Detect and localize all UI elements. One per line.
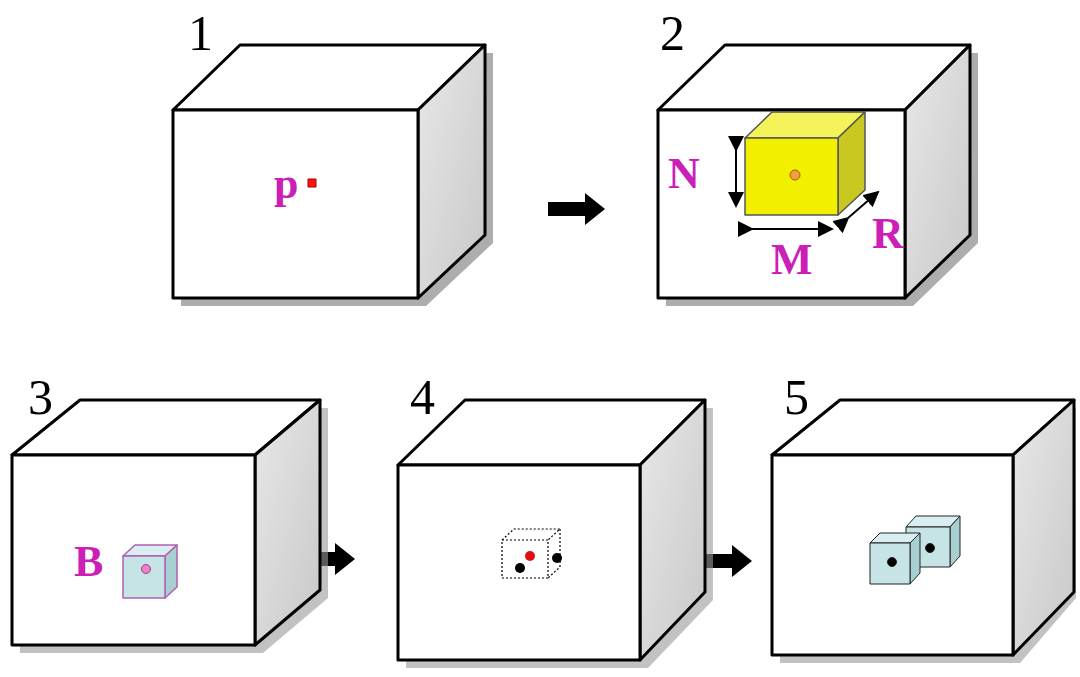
voxel-points bbox=[515, 551, 562, 573]
panel-number: 5 bbox=[784, 372, 809, 422]
dimension-arrows bbox=[736, 150, 878, 229]
box-panel-2 bbox=[658, 45, 978, 306]
panel-number: 2 bbox=[660, 8, 685, 58]
two-cubes bbox=[870, 516, 960, 584]
dotted-cube bbox=[502, 529, 560, 578]
box-panel-4 bbox=[398, 400, 713, 668]
block-arrow bbox=[548, 193, 605, 225]
dimension-label: M bbox=[771, 238, 813, 282]
box-label: B bbox=[74, 540, 103, 584]
dimension-label: R bbox=[872, 212, 904, 256]
panel-number: 1 bbox=[188, 8, 213, 58]
dimension-label: N bbox=[668, 152, 700, 196]
box-panel-3 bbox=[12, 400, 328, 653]
panel-number: 3 bbox=[28, 372, 53, 422]
yellow-cube bbox=[745, 112, 865, 215]
panel-number: 4 bbox=[410, 372, 435, 422]
box-panel-1 bbox=[173, 45, 493, 306]
small-cube-b bbox=[123, 545, 177, 598]
point-label: p bbox=[274, 162, 298, 206]
box-panel-5 bbox=[772, 400, 1076, 663]
